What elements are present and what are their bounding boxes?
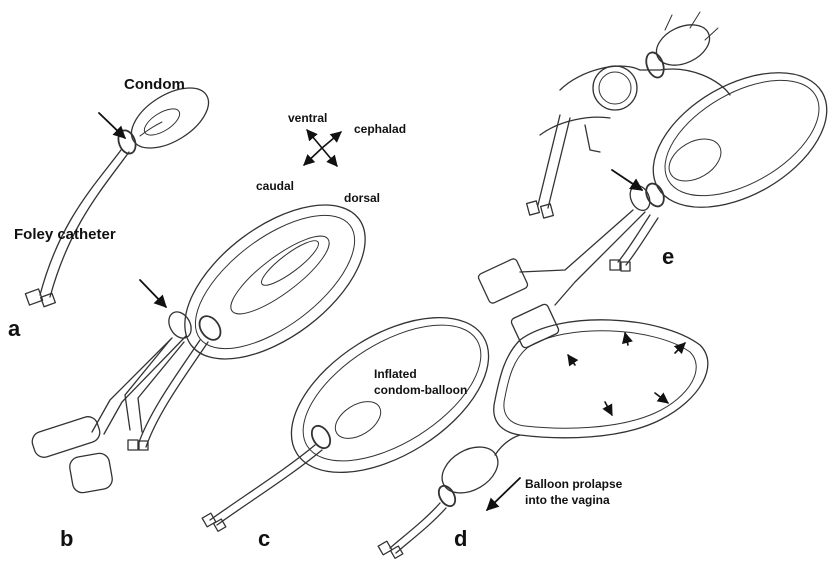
panel-b-drawing — [30, 175, 392, 494]
forceps-handle-right — [68, 452, 114, 494]
forceps-handle-left — [30, 414, 103, 460]
arrow-d — [487, 478, 520, 510]
panel-letter-c: c — [258, 526, 270, 552]
label-ventral: ventral — [288, 111, 327, 125]
panel-letter-e: e — [662, 244, 674, 270]
balloon-outer-d — [494, 320, 708, 438]
label-dorsal: dorsal — [344, 191, 380, 205]
arrow-b — [140, 280, 166, 307]
label-prolapse-line1: Balloon prolapse — [525, 476, 622, 492]
forceps-handle-e1 — [477, 258, 529, 305]
anatomy-outline — [560, 66, 730, 95]
anatomy-ring-outer — [593, 66, 637, 110]
label-balloon-prolapse: Balloon prolapse into the vagina — [525, 476, 622, 508]
pressure-arrows — [568, 333, 685, 415]
label-inflated-balloon: Inflated condom-balloon — [374, 366, 467, 398]
label-cephalad: cephalad — [354, 122, 406, 136]
panel-letter-a: a — [8, 316, 20, 342]
panel-letter-d: d — [454, 526, 467, 552]
panel-e-drawing — [477, 12, 832, 349]
label-inflated-line2: condom-balloon — [374, 382, 467, 398]
label-caudal: caudal — [256, 179, 294, 193]
panel-c-drawing — [202, 286, 515, 532]
panel-letter-b: b — [60, 526, 73, 552]
label-foley-catheter: Foley catheter — [14, 226, 116, 243]
label-inflated-line1: Inflated — [374, 366, 467, 382]
prolapsed-balloon — [434, 438, 506, 503]
panel-d-drawing — [378, 320, 708, 558]
label-prolapse-line2: into the vagina — [525, 492, 622, 508]
orientation-cross — [304, 130, 341, 166]
arrow-e — [612, 170, 642, 190]
panel-a-drawing — [25, 76, 218, 307]
arrow-a — [99, 113, 125, 138]
label-condom: Condom — [124, 76, 185, 93]
balloon-outer-b — [158, 175, 392, 389]
